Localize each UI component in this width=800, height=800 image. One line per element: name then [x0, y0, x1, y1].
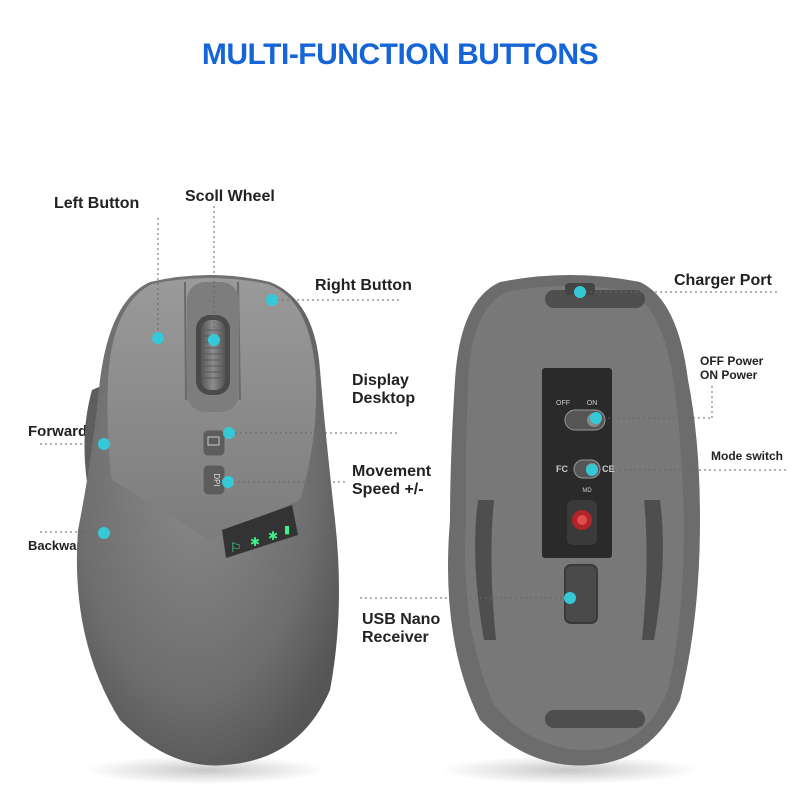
svg-text:✱: ✱ — [268, 529, 278, 543]
label-scroll-wheel: Scoll Wheel — [185, 188, 275, 205]
marker-desktop — [223, 427, 235, 439]
svg-text:⚐: ⚐ — [230, 541, 242, 556]
page-title: MULTI-FUNCTION BUTTONS — [201, 38, 599, 71]
svg-text:▮: ▮ — [284, 523, 290, 536]
marker-forward — [98, 438, 110, 450]
label-backward: Backward — [28, 538, 90, 553]
mouse-bottom-shadow — [440, 756, 700, 784]
label-right-button: Right Button — [315, 277, 412, 294]
glide-pad-right — [642, 500, 663, 640]
marker-right-button — [266, 294, 278, 306]
desktop-button[interactable] — [202, 429, 226, 457]
label-forward: Forward — [28, 423, 88, 440]
label-left-button: Left Button — [54, 195, 140, 212]
glide-pad-left — [475, 500, 496, 640]
marker-left-button — [152, 332, 164, 344]
switch-on-label: ON — [587, 400, 598, 407]
glide-pad-bottom — [545, 710, 645, 728]
dpi-button-label: DPI — [212, 473, 221, 486]
led-icons: ⚐ ✱ ✱ ▮ — [230, 523, 290, 556]
marker-dots — [98, 286, 602, 604]
marker-backward — [98, 527, 110, 539]
fc-mark: FC — [556, 464, 568, 474]
md-label: MD — [582, 488, 592, 494]
ce-mark: CE — [602, 464, 615, 474]
marker-usb — [564, 592, 576, 604]
marker-dpi — [222, 476, 234, 488]
svg-text:✱: ✱ — [250, 535, 260, 549]
switch-off-label: OFF — [556, 400, 570, 407]
leader-lines — [40, 206, 786, 599]
scroll-wheel-icon — [196, 315, 230, 395]
led-indicator-panel — [222, 505, 298, 558]
mouse-shadow — [85, 756, 325, 784]
marker-scroll-wheel — [208, 334, 220, 346]
marker-power — [590, 412, 602, 424]
glide-pad-top — [545, 290, 645, 308]
marker-charger-port — [574, 286, 586, 298]
label-charger-port: Charger Port — [674, 272, 772, 289]
marker-mode-switch — [586, 464, 598, 476]
usb-receiver-slot — [564, 564, 598, 624]
label-mode-switch: Mode switch — [711, 449, 784, 463]
